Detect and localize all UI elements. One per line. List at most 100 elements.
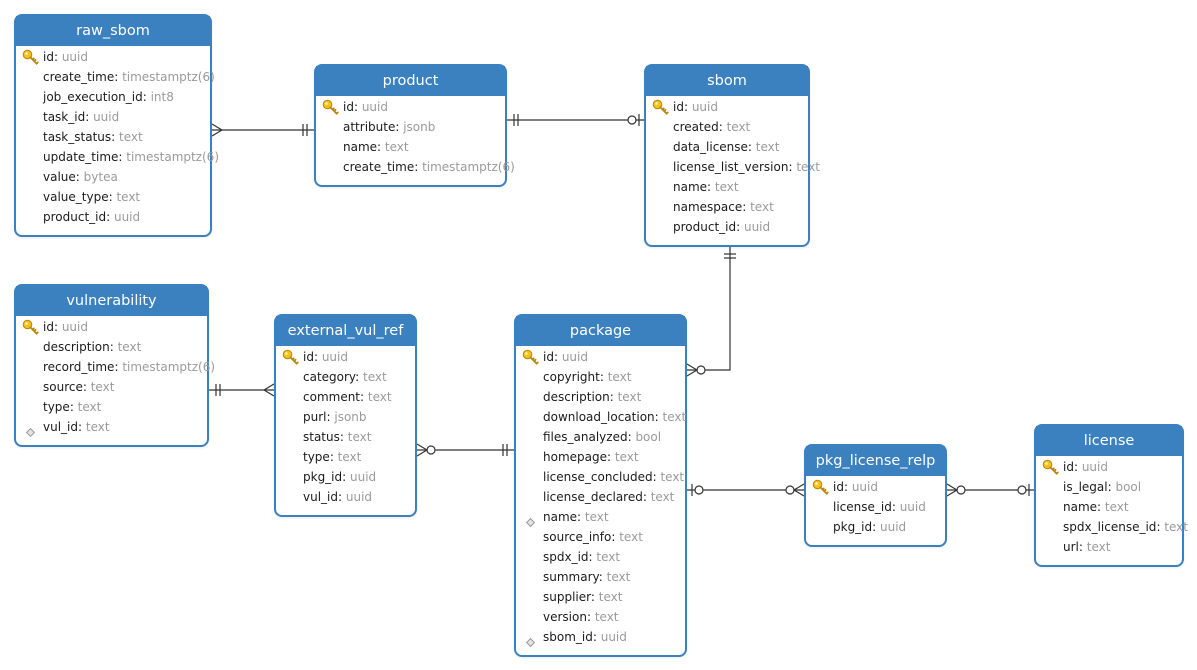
field-row[interactable]: id: uuid <box>516 347 685 367</box>
field-separator: : <box>611 530 620 544</box>
field-row[interactable]: status: text <box>276 427 415 447</box>
table-title[interactable]: external_vul_ref <box>276 316 415 346</box>
field-row[interactable]: id: uuid <box>16 317 207 337</box>
table-title[interactable]: license <box>1036 426 1182 456</box>
field-row[interactable]: vul_id: uuid <box>276 487 415 507</box>
field-separator: : <box>339 430 348 444</box>
rel-external-vul-ref-package[interactable] <box>416 443 514 457</box>
field-row[interactable]: created: text <box>646 117 808 137</box>
field-row[interactable]: attribute: jsonb <box>316 117 505 137</box>
field-row[interactable]: source_info: text <box>516 527 685 547</box>
field-row[interactable]: record_time: timestamptz(6) <box>16 357 215 377</box>
field-row[interactable]: license_declared: text <box>516 487 685 507</box>
field-row[interactable]: description: text <box>16 337 207 357</box>
field-row[interactable]: source: text <box>16 377 207 397</box>
field-row[interactable]: namespace: text <box>646 197 808 217</box>
field-row[interactable]: license_concluded: text <box>516 467 685 487</box>
field-row[interactable]: id: uuid <box>16 47 210 67</box>
field-row[interactable]: job_execution_id: int8 <box>16 87 210 107</box>
field-separator: : <box>599 370 608 384</box>
field-row[interactable]: create_time: timestamptz(6) <box>316 157 515 177</box>
field-row[interactable]: type: text <box>276 447 415 467</box>
field-row[interactable]: license_id: uuid <box>806 497 945 517</box>
field-row[interactable]: license_list_version: text <box>646 157 820 177</box>
rel-vulnerability-external-vul-ref[interactable] <box>209 383 275 397</box>
field-row[interactable]: name: text <box>1036 497 1182 517</box>
field-row[interactable]: id: uuid <box>646 97 808 117</box>
table-title[interactable]: vulnerability <box>16 286 207 316</box>
field-row[interactable]: vul_id: text <box>16 417 207 438</box>
field-row[interactable]: url: text <box>1036 537 1182 557</box>
field-row[interactable]: homepage: text <box>516 447 685 467</box>
rel-sbom-package[interactable] <box>686 247 736 377</box>
field-row[interactable]: update_time: timestamptz(6) <box>16 147 219 167</box>
field-row[interactable]: name: text <box>646 177 808 197</box>
field-row[interactable]: id: uuid <box>806 477 945 497</box>
field-row[interactable]: id: uuid <box>1036 457 1182 477</box>
field-row[interactable]: pkg_id: uuid <box>806 517 945 537</box>
field-row[interactable]: sbom_id: uuid <box>516 627 685 648</box>
field-row[interactable]: create_time: timestamptz(6) <box>16 67 215 87</box>
field-row[interactable]: id: uuid <box>276 347 415 367</box>
table-title[interactable]: package <box>516 316 685 346</box>
table-title[interactable]: raw_sbom <box>16 16 210 46</box>
field-name: id <box>343 100 354 114</box>
field-separator: : <box>118 150 127 164</box>
field-row[interactable]: name: text <box>316 137 505 157</box>
field-separator: : <box>360 390 368 404</box>
field-name: source <box>43 380 83 394</box>
index-diamond-icon <box>25 423 36 438</box>
field-row[interactable]: is_legal: bool <box>1036 477 1182 497</box>
field-row[interactable]: task_id: uuid <box>16 107 210 127</box>
primary-key-icon <box>22 319 39 335</box>
field-row[interactable]: pkg_id: uuid <box>276 467 415 487</box>
field-type: text <box>119 130 143 144</box>
field-row[interactable]: description: text <box>516 387 685 407</box>
field-row[interactable]: category: text <box>276 367 415 387</box>
rel-product-sbom[interactable] <box>507 114 644 126</box>
field-row[interactable]: value: bytea <box>16 167 210 187</box>
field-row[interactable]: supplier: text <box>516 587 685 607</box>
field-row[interactable]: type: text <box>16 397 207 417</box>
field-name: url <box>1063 540 1079 554</box>
field-row[interactable]: copyright: text <box>516 367 685 387</box>
field-row[interactable]: version: text <box>516 607 685 627</box>
field-row[interactable]: id: uuid <box>316 97 505 117</box>
rel-pkg-license-relp-license[interactable] <box>946 483 1034 497</box>
field-row[interactable]: comment: text <box>276 387 415 407</box>
table-title[interactable]: pkg_license_relp <box>806 446 945 476</box>
field-row[interactable]: purl: jsonb <box>276 407 415 427</box>
primary-key-icon <box>522 349 539 365</box>
field-row[interactable]: product_id: uuid <box>16 207 210 227</box>
field-row[interactable]: spdx_id: text <box>516 547 685 567</box>
field-row[interactable]: spdx_license_id: text <box>1036 517 1188 537</box>
field-row[interactable]: product_id: uuid <box>646 217 808 237</box>
field-row[interactable]: data_license: text <box>646 137 808 157</box>
field-row[interactable]: files_analyzed: bool <box>516 427 685 447</box>
field-name: task_status <box>43 130 112 144</box>
rel-package-pkg-license-relp[interactable] <box>687 483 805 497</box>
rel-raw-sbom-product[interactable] <box>211 123 314 137</box>
field-name: id <box>303 350 314 364</box>
field-row[interactable]: summary: text <box>516 567 685 587</box>
field-name: record_time <box>43 360 115 374</box>
table-title[interactable]: sbom <box>646 66 808 96</box>
field-row[interactable]: task_status: text <box>16 127 210 147</box>
field-row[interactable]: download_location: text <box>516 407 686 427</box>
field-row[interactable]: value_type: text <box>16 187 210 207</box>
field-row[interactable]: name: text <box>516 507 685 528</box>
table-title[interactable]: product <box>316 66 505 96</box>
field-separator: : <box>414 160 423 174</box>
field-type: text <box>650 490 675 504</box>
